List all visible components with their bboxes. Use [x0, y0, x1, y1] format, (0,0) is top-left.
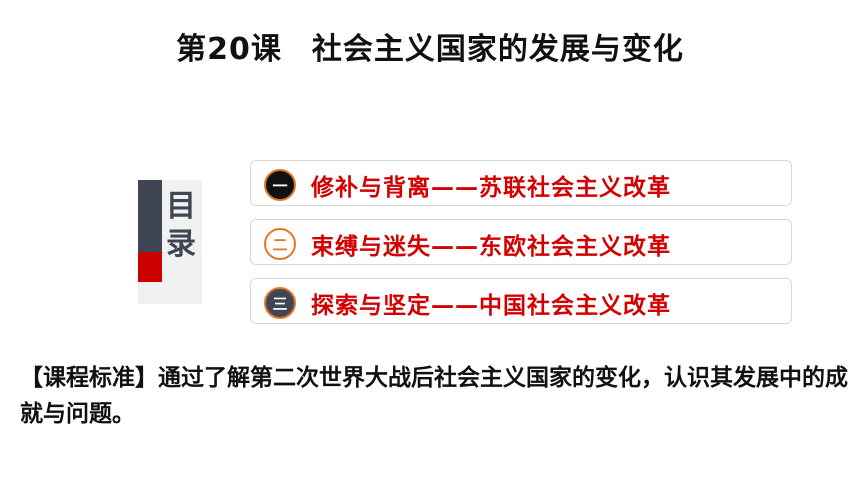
toc-item-2-text: 束缚与迷失——东欧社会主义改革: [311, 234, 671, 260]
toc-item-1[interactable]: 一 修补与背离——苏联社会主义改革: [250, 160, 792, 206]
curriculum-standard-label: 【课程标准】: [20, 365, 158, 391]
toc-item-1-text: 修补与背离——苏联社会主义改革: [311, 175, 671, 201]
toc-number-2-icon: 二: [264, 228, 296, 260]
toc-badge-red-bar: [138, 252, 162, 282]
toc-number-1-icon: 一: [264, 169, 296, 201]
toc-badge: 目录: [138, 180, 202, 304]
toc-item-2[interactable]: 二 束缚与迷失——东欧社会主义改革: [250, 219, 792, 265]
curriculum-standard: 【课程标准】通过了解第二次世界大战后社会主义国家的变化，认识其发展中的成就与问题…: [20, 360, 850, 432]
curriculum-standard-text: 通过了解第二次世界大战后社会主义国家的变化，认识其发展中的成就与问题。: [20, 365, 848, 427]
toc-badge-dark-bar: [138, 180, 162, 252]
toc-item-3[interactable]: 三 探索与坚定——中国社会主义改革: [250, 278, 792, 324]
lesson-topic: 社会主义国家的发展与变化: [311, 32, 684, 67]
page-title: 第20课社会主义国家的发展与变化: [0, 24, 860, 68]
toc-number-3-icon: 三: [264, 287, 296, 319]
lesson-number: 第20课: [176, 32, 282, 67]
toc-label: 目录: [166, 189, 196, 262]
toc-item-3-text: 探索与坚定——中国社会主义改革: [311, 293, 671, 319]
